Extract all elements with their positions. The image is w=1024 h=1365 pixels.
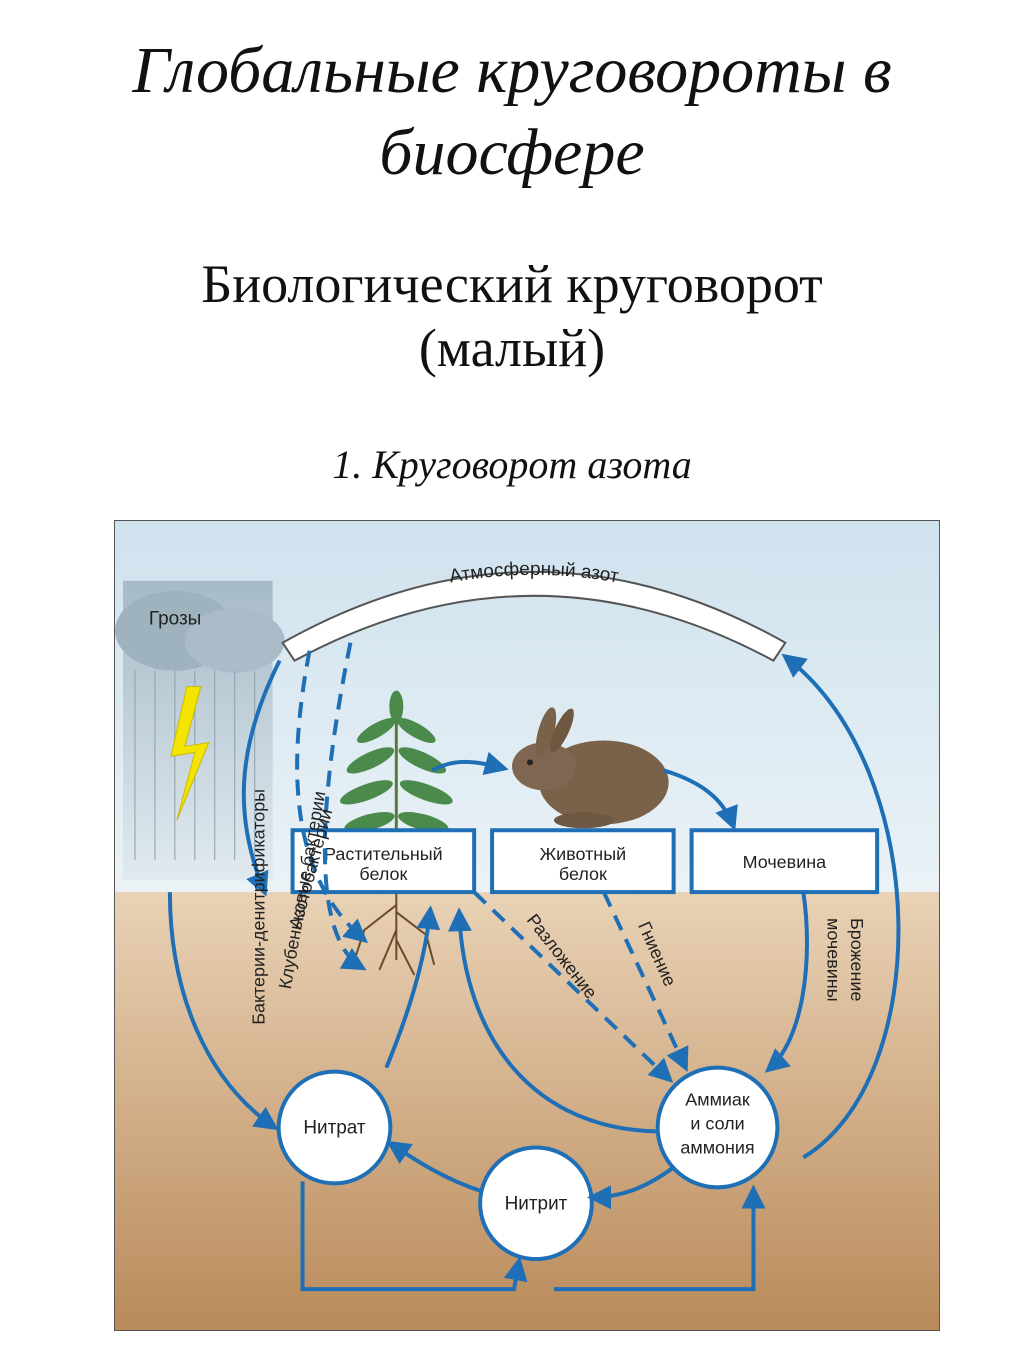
animal-protein-label-2: белок <box>559 864 607 884</box>
arrow-urea-fermentation <box>764 891 809 1073</box>
arrow-nitrite-to-nitrate <box>386 1140 483 1194</box>
urea-label: Мочевина <box>743 852 827 872</box>
arrow-nodule-bacteria <box>295 650 369 944</box>
arrow-azotobacter <box>322 642 367 971</box>
urea-box <box>689 828 880 895</box>
arrow-bottom-to-nitrite <box>300 1181 528 1292</box>
page-title: Глобальные круговороты в биосфере <box>132 34 892 189</box>
arrow-ammonia-to-plant <box>447 907 659 1134</box>
plant-protein-label-1: Растительный <box>324 844 443 864</box>
atmosphere-band <box>281 570 787 662</box>
storms-label: Грозы <box>149 609 201 630</box>
arrow-plant-to-animal <box>431 751 509 776</box>
lightning-icon <box>170 686 210 821</box>
arrow-storms-to-nitrate <box>167 892 279 1131</box>
nitrate-label: Нитрат <box>303 1117 366 1138</box>
arrow-decomposition <box>472 890 674 1083</box>
arrow-rotting <box>602 891 689 1072</box>
ammonia-label-3: аммония <box>680 1137 754 1157</box>
subtitle-line-1: Биологический круговорот <box>201 254 823 314</box>
arrow-nitrate-to-plant <box>384 905 441 1069</box>
plant-protein-label-2: белок <box>359 864 407 884</box>
subtitle: Биологический круговорот (малый) <box>0 252 1024 380</box>
urea-fermentation-label-1: Брожение <box>847 918 867 1001</box>
animal-protein-box <box>490 828 676 895</box>
urea-fermentation-label-2: мочевины <box>823 918 843 1002</box>
denitrifiers-label: Бактерии-денитрификаторы <box>249 789 269 1025</box>
soil-area <box>115 892 939 1330</box>
animal-protein-label-1: Животный <box>540 844 627 864</box>
subtitle-line-2: (малый) <box>418 318 606 378</box>
cycle-arrows <box>167 642 901 1292</box>
ammonia-circle <box>655 1065 780 1190</box>
nitrate-circle <box>276 1069 393 1186</box>
plant-protein-box <box>290 828 477 895</box>
rabbit-icon <box>512 707 669 829</box>
arrow-ammonia-to-nitrite <box>587 1165 675 1210</box>
arrow-animal-to-urea <box>663 768 738 831</box>
section-title: 1. Круговорот азота <box>332 442 692 487</box>
nitrite-label: Нитрит <box>505 1193 568 1214</box>
arrow-ammonia-to-atmosphere <box>781 653 901 1160</box>
arrow-bottom-to-ammonia <box>553 1184 766 1292</box>
ammonia-label-2: и соли <box>690 1113 744 1133</box>
ammonia-label-1: Аммиак <box>685 1090 750 1110</box>
arrow-denitrification <box>241 659 282 897</box>
nitrogen-cycle-diagram: Грозы Атмосферный азот <box>114 520 940 1331</box>
